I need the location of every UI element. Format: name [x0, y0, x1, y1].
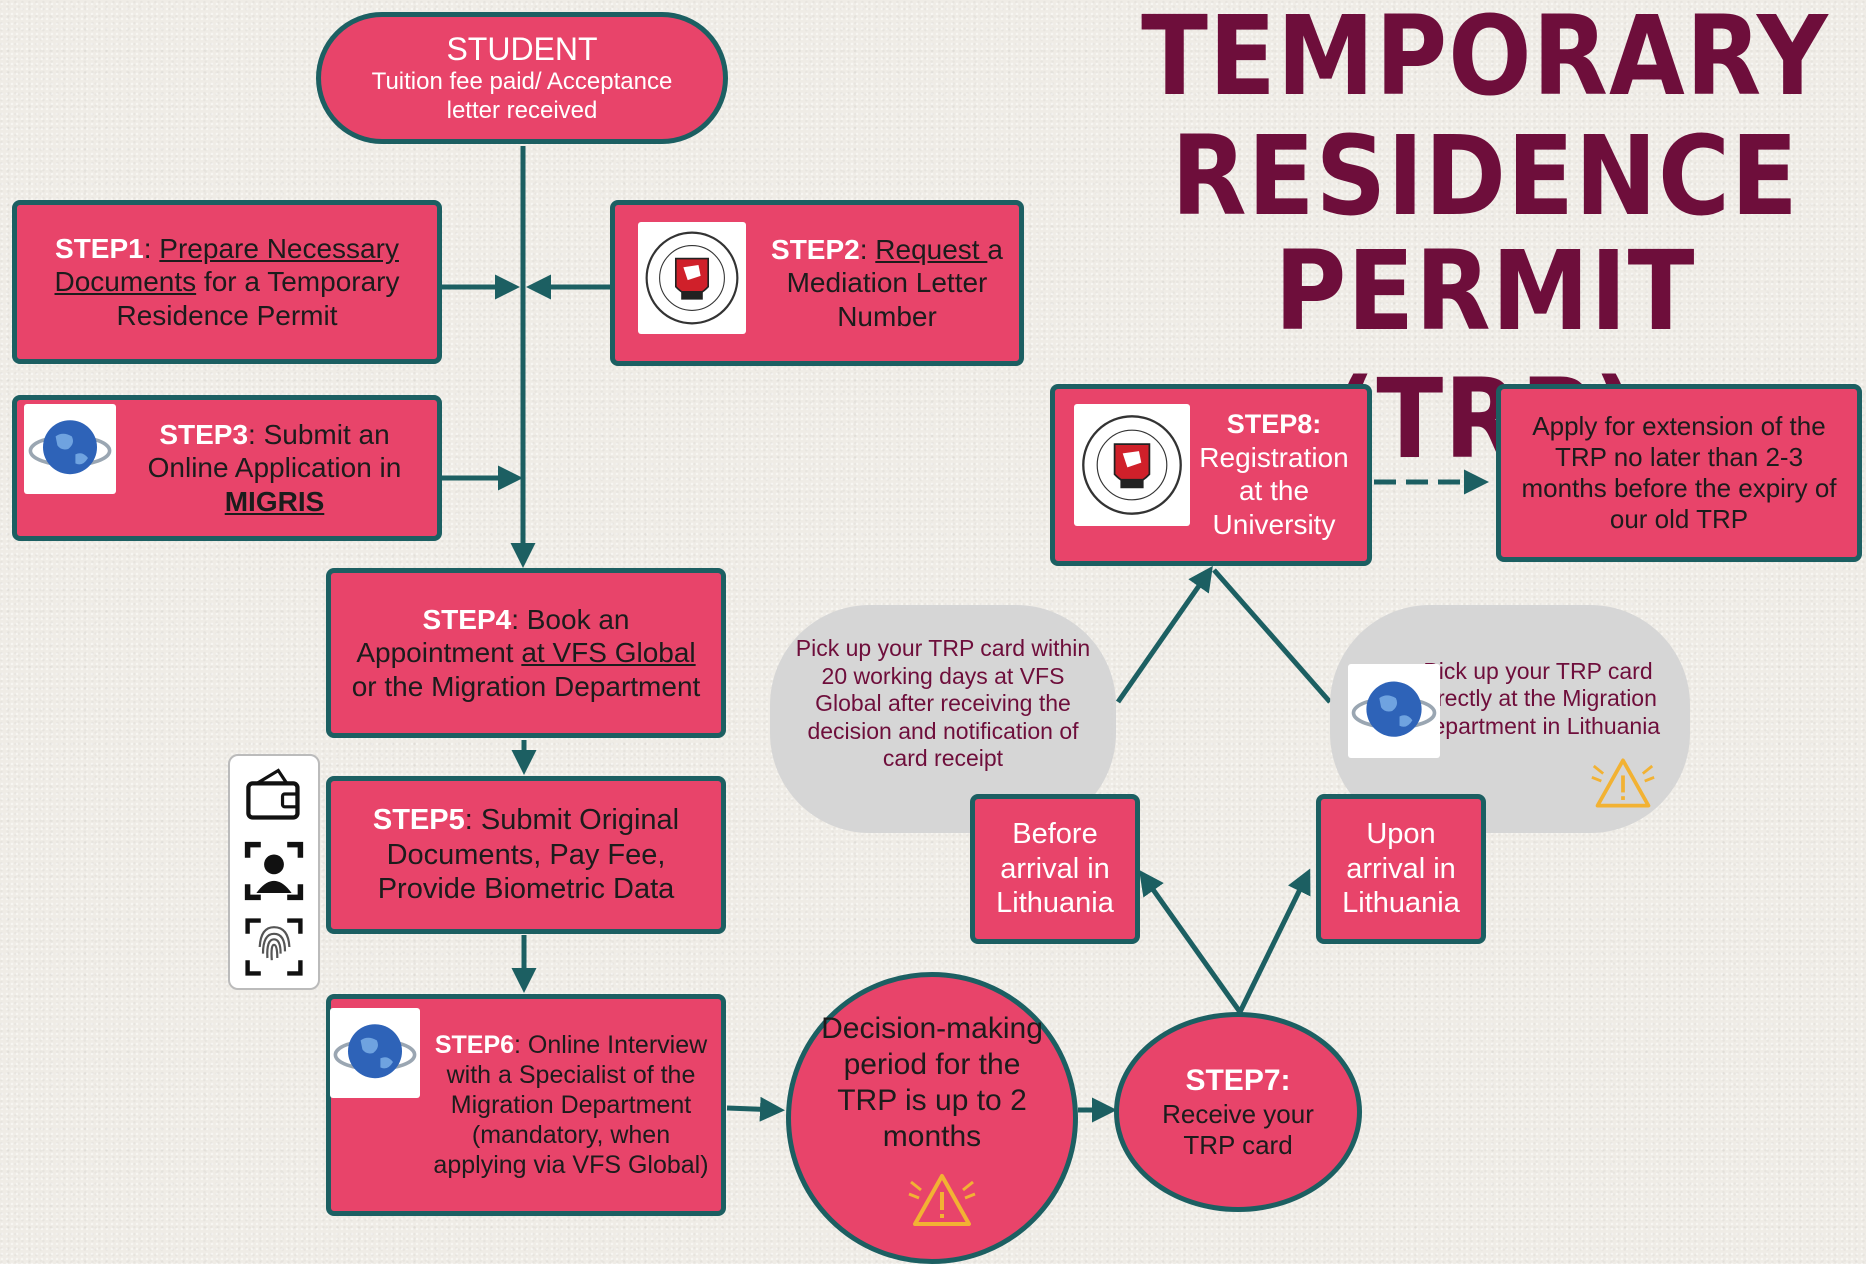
- step1-link[interactable]: Prepare Necessary Documents: [54, 232, 399, 298]
- connector-step7-to-before: [1139, 869, 1243, 1014]
- step8-label: STEP8: [1226, 409, 1313, 440]
- step1-label: STEP1: [55, 232, 144, 264]
- warning-icon: [908, 1174, 976, 1226]
- globe-logo: [330, 1008, 420, 1098]
- step7-text: Receive your TRP card: [1162, 1098, 1314, 1160]
- title-line-2: RESIDENCE: [1171, 113, 1799, 241]
- connector-before-to-step8: [1115, 565, 1213, 704]
- step6-label: STEP6: [434, 1031, 515, 1059]
- before-arrival-node: Before arrival in Lithuania: [970, 794, 1140, 944]
- before-arrival-bubble-text: Pick up your TRP card within 20 working …: [795, 635, 1091, 772]
- step8-text: Registration at the University: [1199, 441, 1349, 540]
- globe-logo: [24, 404, 116, 494]
- student-node: STUDENT Tuition fee paid/ Acceptance let…: [316, 12, 728, 144]
- step2-link[interactable]: Request: [875, 233, 988, 265]
- upon-arrival-node: Upon arrival in Lithuania: [1316, 794, 1486, 944]
- step3-link[interactable]: MIGRIS: [224, 485, 325, 517]
- face-scan-icon: [244, 841, 304, 901]
- title-line-1: TEMPORARY: [1141, 0, 1829, 121]
- connector-upon-to-step8: [1212, 568, 1332, 704]
- before-arrival-bubble: Pick up your TRP card within 20 working …: [770, 605, 1116, 833]
- step4-label: STEP4: [422, 603, 512, 635]
- wallet-icon: [246, 768, 300, 820]
- connector-step6-to-decision: [726, 1096, 785, 1122]
- step4-node: STEP4: Book an Appointment at VFS Global…: [326, 568, 726, 738]
- extension-text: Apply for extension of the TRP no later …: [1521, 410, 1837, 535]
- step8-node: STEP8: Registration at the University: [1050, 384, 1372, 566]
- upon-arrival-text: Upon arrival in Lithuania: [1342, 817, 1460, 920]
- step5-node: STEP5: Submit Original Documents, Pay Fe…: [326, 776, 726, 934]
- extension-node: Apply for extension of the TRP no later …: [1496, 384, 1862, 562]
- step7-node: STEP7: Receive your TRP card: [1114, 1012, 1362, 1212]
- globe-logo: [1348, 664, 1440, 758]
- step7-label: STEP7: [1185, 1063, 1281, 1097]
- warning-icon: [1591, 758, 1655, 808]
- before-arrival-text: Before arrival in Lithuania: [996, 817, 1114, 920]
- student-heading: STUDENT: [446, 31, 598, 67]
- upon-arrival-bubble-text: Pick up your TRP card directly at the Mi…: [1415, 657, 1661, 739]
- step5-label: STEP5: [372, 803, 465, 836]
- decision-period-node: Decision-making period for the TRP is up…: [786, 972, 1078, 1264]
- connector-step7-to-upon: [1237, 868, 1311, 1014]
- decision-text: Decision-making period for the TRP is up…: [821, 1012, 1043, 1153]
- step4-link[interactable]: at VFS Global: [521, 637, 696, 669]
- step1-node: STEP1: Prepare Necessary Documents for a…: [12, 200, 442, 364]
- fingerprint-scan-icon: [245, 918, 303, 976]
- university-seal-logo: [1074, 404, 1190, 526]
- step3-label: STEP3: [159, 418, 249, 450]
- step2-label: STEP2: [771, 233, 860, 265]
- university-seal-logo: [638, 222, 746, 334]
- biometric-icon-card: [228, 754, 320, 990]
- student-text: Tuition fee paid/ Acceptance letter rece…: [371, 68, 673, 125]
